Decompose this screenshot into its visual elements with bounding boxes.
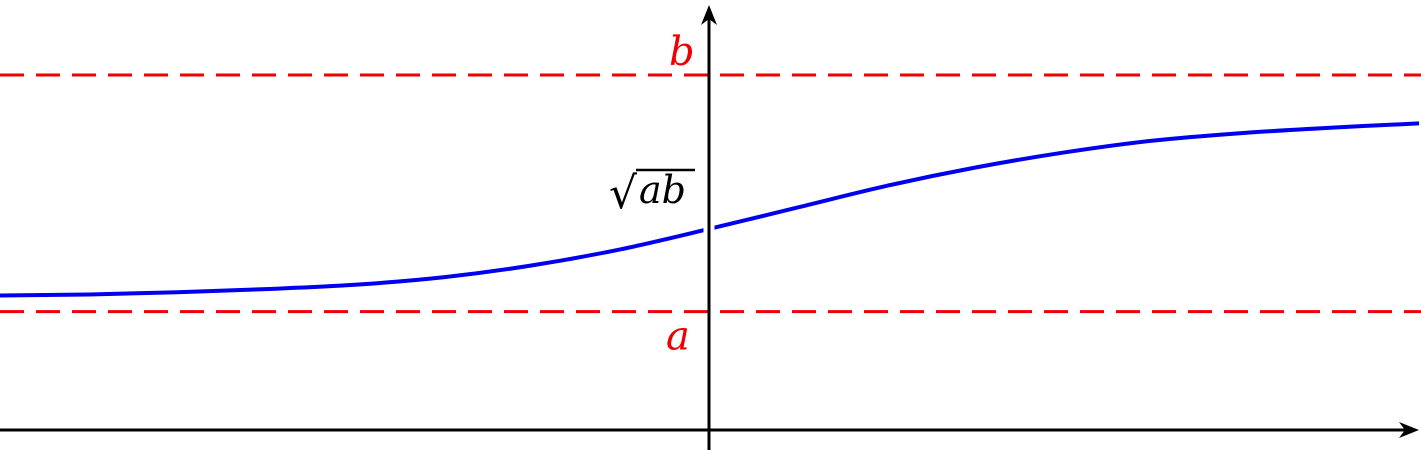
x-axis-arrowhead [1399, 422, 1419, 438]
asymptote-label-a: a [666, 314, 690, 360]
sqrt-radical-symbol: √ [609, 168, 638, 219]
asymptote-lines [0, 73, 1421, 314]
axes [0, 5, 1419, 450]
sqrt-ab-label: √ ab [609, 168, 695, 219]
labels: b a √ ab [609, 29, 695, 360]
asymptote-label-b: b [669, 29, 695, 75]
y-axis-arrowhead [701, 5, 717, 25]
sqrt-ab-text: ab [639, 168, 686, 212]
